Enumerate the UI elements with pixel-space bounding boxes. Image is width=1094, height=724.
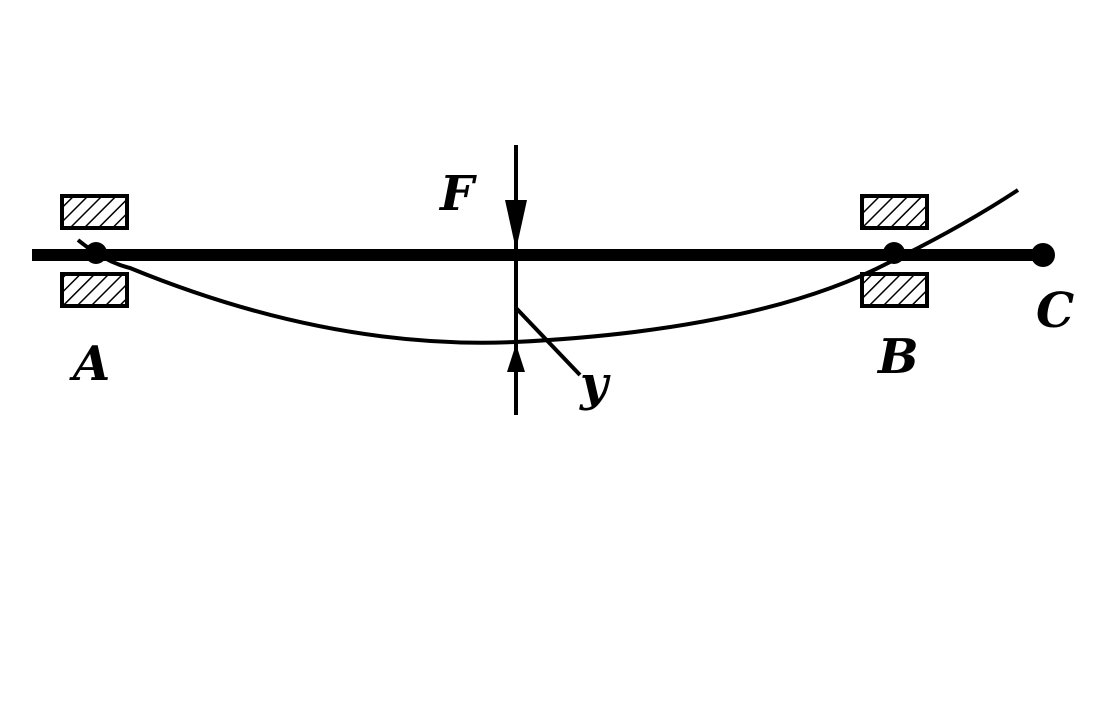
force-f-arrow [505,145,527,415]
bearing-b-bottom-block [860,272,929,308]
bearing-a-pin [85,242,107,264]
deflection-arrowhead-bottom [507,344,525,372]
bearing-b [860,194,929,308]
deflection-curve [76,188,1020,345]
label-c: C [1036,283,1074,339]
label-a: A [69,336,110,392]
bearing-a-top-block [60,194,129,230]
bearing-a [60,194,129,308]
label-y: y [579,356,611,412]
bearing-b-top-block [860,194,929,230]
bearing-a-bottom-block [60,272,129,308]
deflection-y-leader [514,306,582,377]
bearing-b-pin [883,242,905,264]
end-c-point [1031,243,1055,267]
label-b: B [876,329,919,385]
label-f: F [438,166,477,222]
force-arrowhead-top [505,200,527,250]
